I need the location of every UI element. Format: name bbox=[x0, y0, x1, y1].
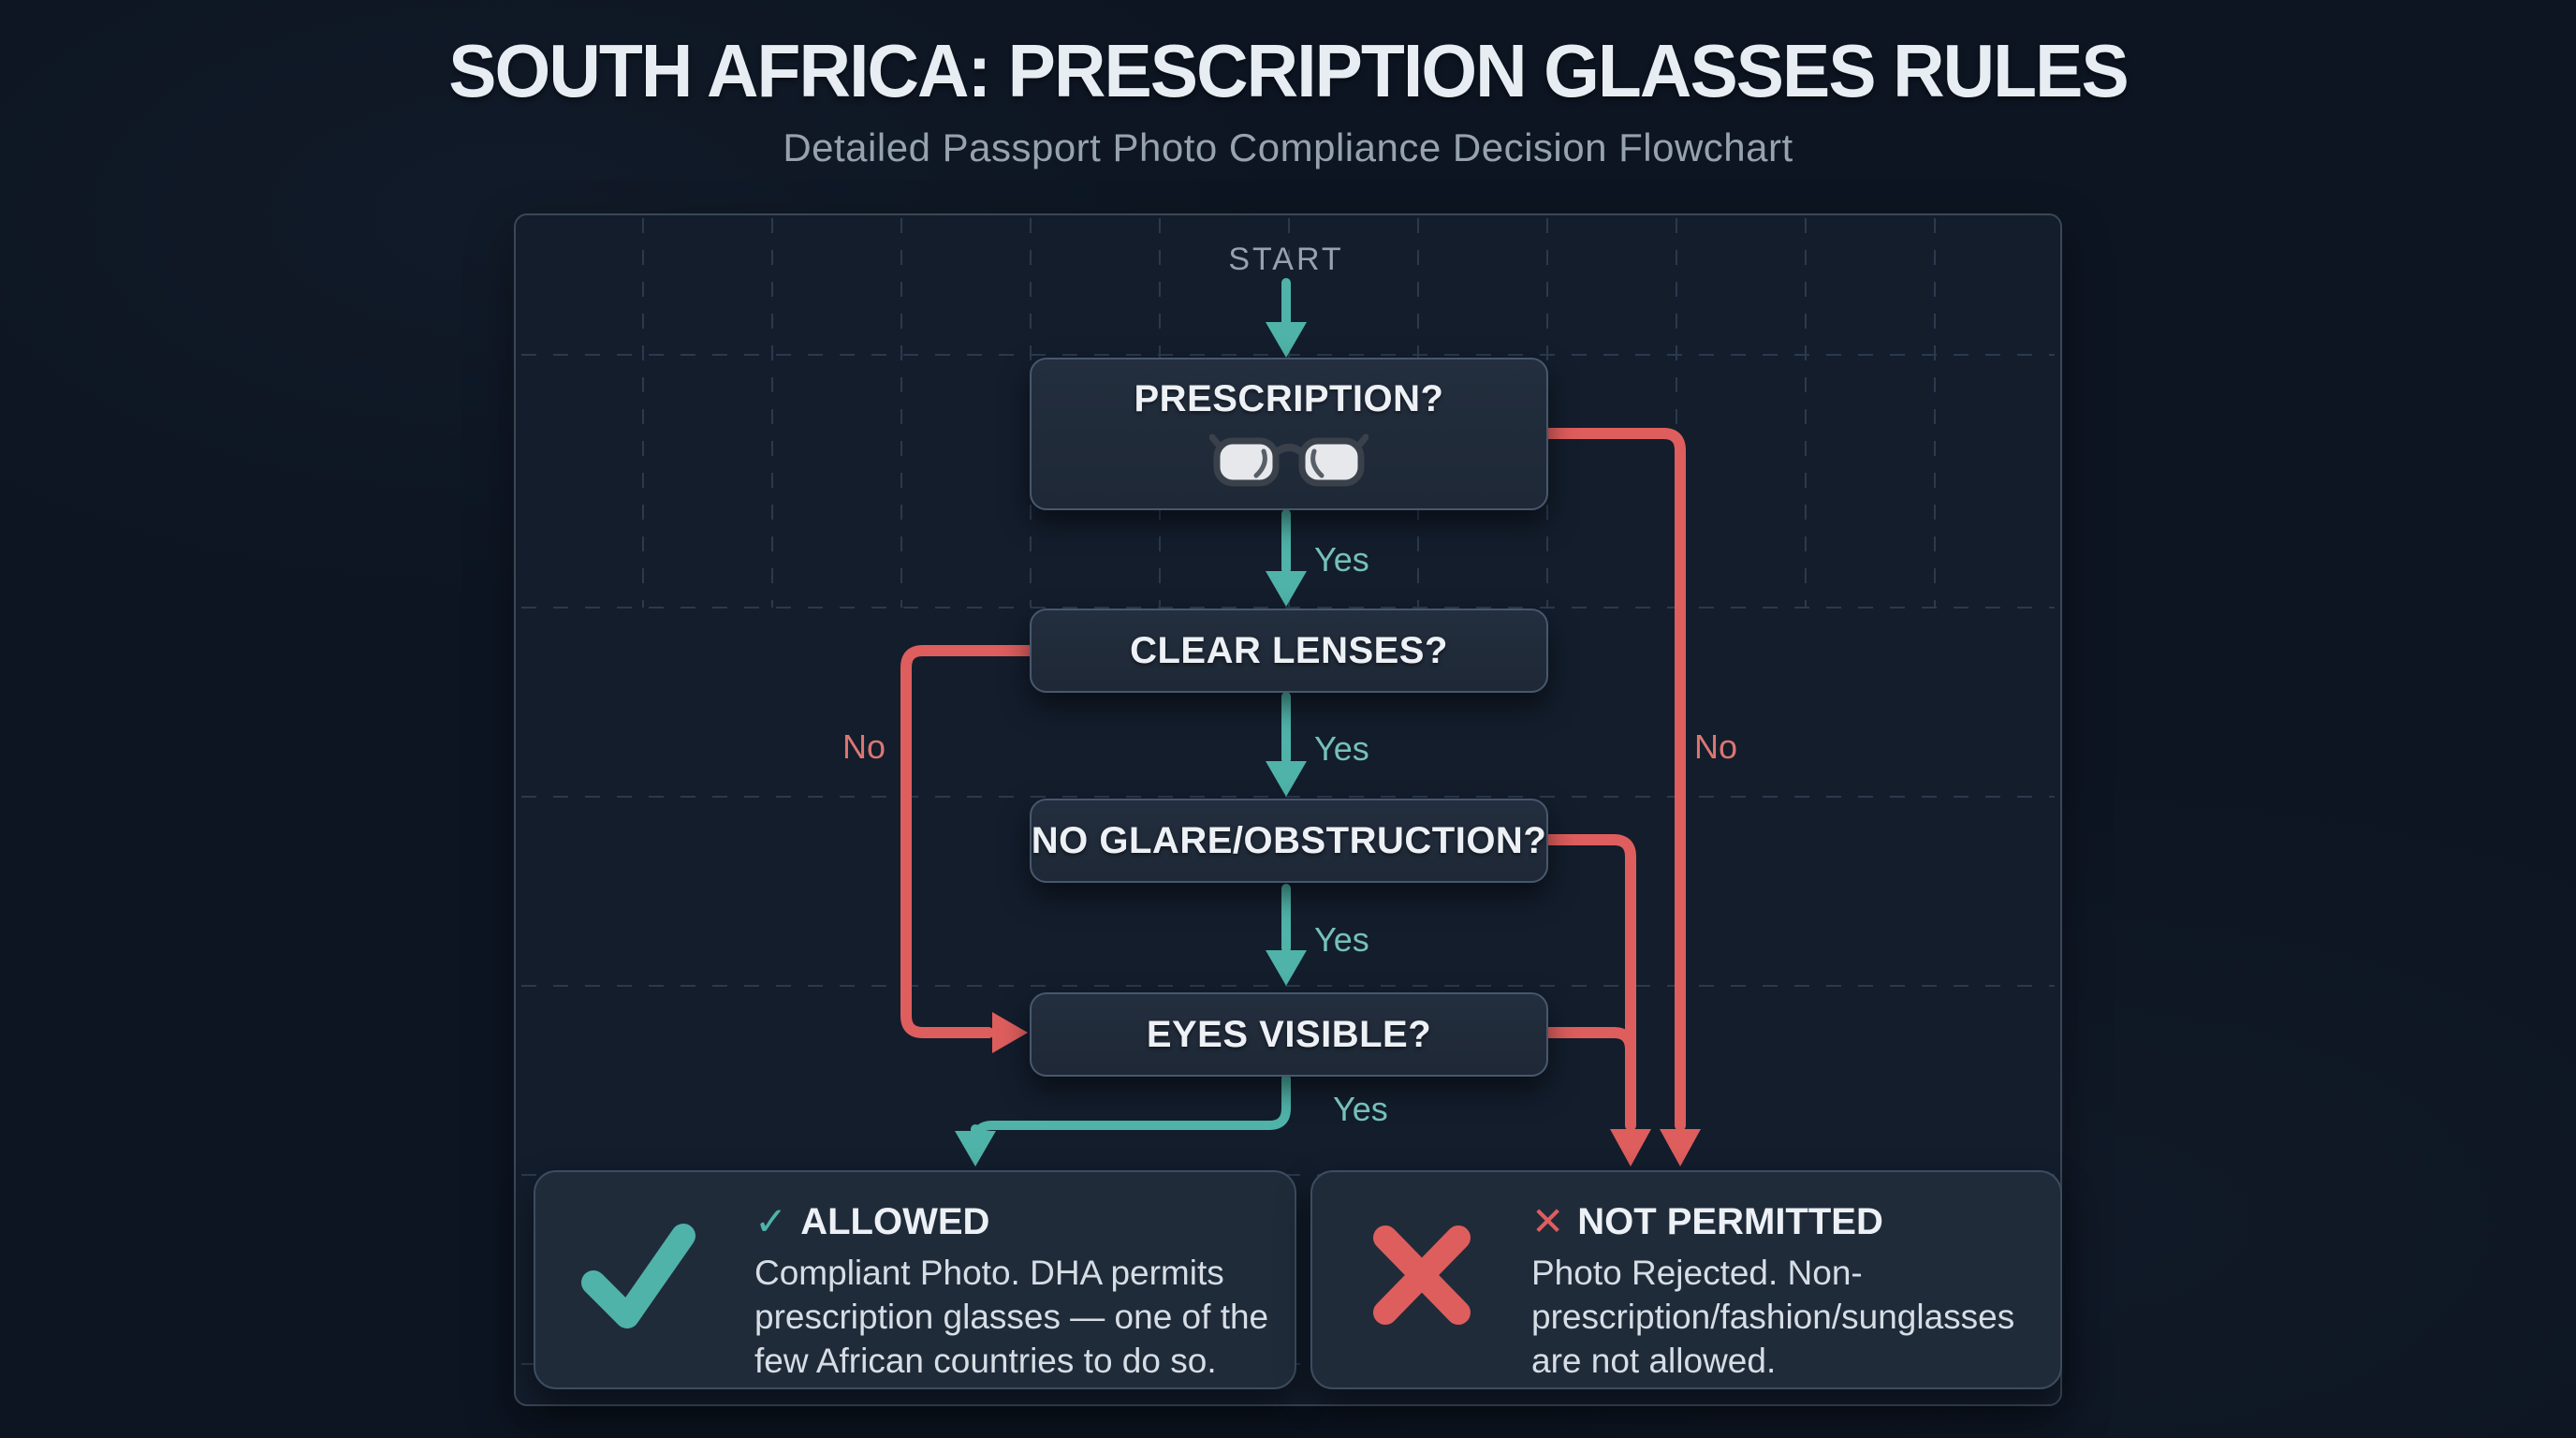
node-prescription: PRESCRIPTION? bbox=[1030, 358, 1548, 510]
allowed-text-block: ✓ ALLOWED Compliant Photo. DHA permits p… bbox=[754, 1196, 1284, 1383]
node-clear-lenses-label: CLEAR LENSES? bbox=[1130, 629, 1448, 671]
node-no-glare-label: NO GLARE/OBSTRUCTION? bbox=[1031, 819, 1547, 861]
edge-label-no-right: No bbox=[1694, 727, 1738, 766]
edge-label-yes-2: Yes bbox=[1314, 729, 1369, 768]
not-permitted-text-block: ✕ NOT PERMITTED Photo Rejected. Non-pres… bbox=[1531, 1196, 2061, 1383]
check-glyph-icon: ✓ bbox=[754, 1199, 788, 1243]
edge-label-no-left: No bbox=[842, 727, 886, 766]
not-permitted-title: NOT PERMITTED bbox=[1577, 1201, 1883, 1242]
edge-label-yes-4: Yes bbox=[1333, 1090, 1388, 1128]
not-permitted-heading: ✕ NOT PERMITTED bbox=[1531, 1196, 2061, 1247]
not-permitted-body: Photo Rejected. Non-prescription/fashion… bbox=[1531, 1254, 2015, 1380]
cross-icon bbox=[1373, 1225, 1471, 1325]
allowed-title: ALLOWED bbox=[800, 1201, 990, 1242]
flow-start-label: START bbox=[1228, 242, 1344, 277]
node-eyes-visible-label: EYES VISIBLE? bbox=[1146, 1013, 1432, 1055]
edge-label-yes-1: Yes bbox=[1314, 540, 1369, 579]
allowed-heading: ✓ ALLOWED bbox=[754, 1196, 1284, 1247]
edge-label-yes-3: Yes bbox=[1314, 920, 1369, 959]
page-title: SOUTH AFRICA: PRESCRIPTION GLASSES RULES bbox=[448, 29, 2129, 112]
node-clear-lenses: CLEAR LENSES? bbox=[1030, 609, 1548, 693]
node-prescription-label: PRESCRIPTION? bbox=[1134, 378, 1444, 419]
cross-glyph-icon: ✕ bbox=[1531, 1199, 1565, 1243]
outcome-card-not-permitted: ✕ NOT PERMITTED Photo Rejected. Non-pres… bbox=[1310, 1170, 2062, 1389]
glasses-icon bbox=[1209, 433, 1368, 487]
check-icon bbox=[581, 1224, 695, 1328]
node-no-glare: NO GLARE/OBSTRUCTION? bbox=[1030, 799, 1548, 883]
page-subtitle: Detailed Passport Photo Compliance Decis… bbox=[783, 125, 1793, 169]
node-eyes-visible: EYES VISIBLE? bbox=[1030, 992, 1548, 1077]
outcome-card-allowed: ✓ ALLOWED Compliant Photo. DHA permits p… bbox=[534, 1170, 1296, 1389]
allowed-body: Compliant Photo. DHA permits prescriptio… bbox=[754, 1254, 1269, 1380]
